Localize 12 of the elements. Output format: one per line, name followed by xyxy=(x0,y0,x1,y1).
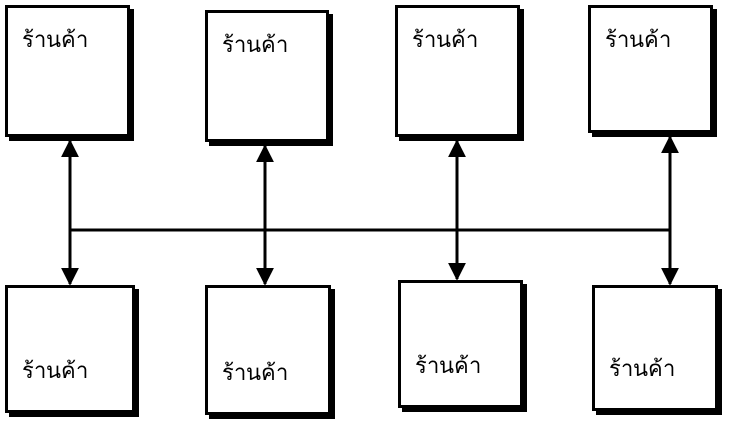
store-label: ร้านค้า xyxy=(22,27,88,55)
store-label: ร้านค้า xyxy=(605,27,671,55)
double-arrow xyxy=(61,139,79,286)
store-label: ร้านค้า xyxy=(222,32,288,60)
store-label: ร้านค้า xyxy=(22,358,88,386)
store-label: ร้านค้า xyxy=(609,356,675,384)
double-arrow xyxy=(448,139,466,281)
store-label: ร้านค้า xyxy=(415,353,481,381)
store-label: ร้านค้า xyxy=(222,360,288,388)
double-arrow xyxy=(256,144,274,286)
store-label: ร้านค้า xyxy=(412,27,478,55)
double-arrow xyxy=(661,135,679,286)
